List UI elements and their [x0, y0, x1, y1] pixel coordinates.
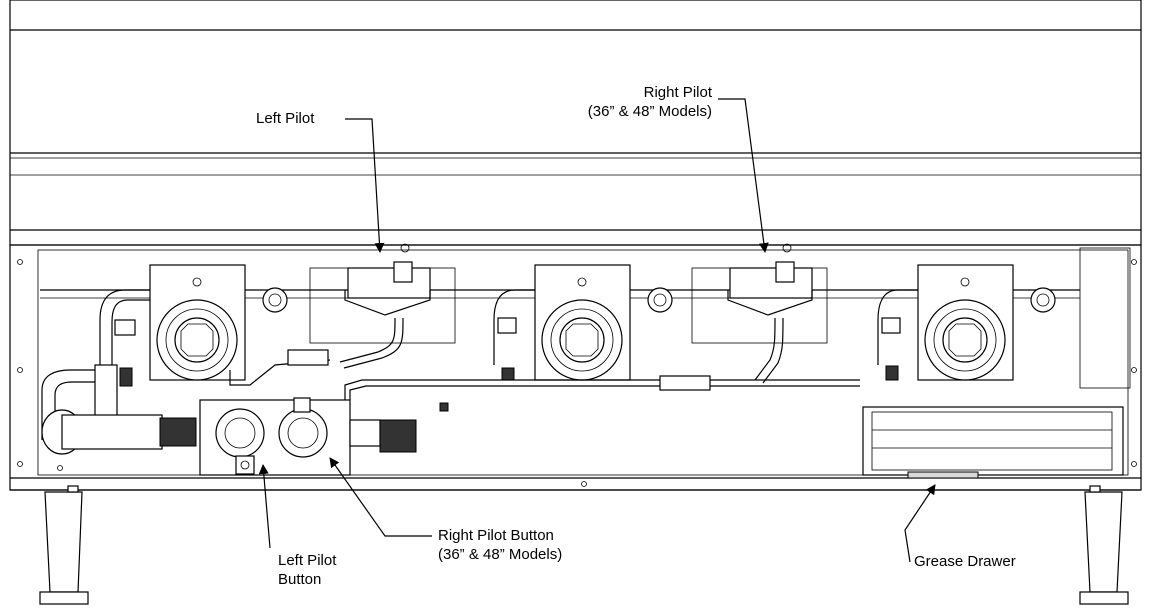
elbow-fittings — [99, 287, 1056, 387]
label-grease-drawer: Grease Drawer — [914, 553, 1016, 570]
grease-drawer — [862, 406, 1124, 479]
label-left-pilot-button: Left Pilot Button — [278, 551, 336, 589]
label-right-pilot-button: Right Pilot Button (36” & 48” Models) — [438, 526, 562, 564]
right-pilot-assembly — [691, 243, 828, 384]
gas-inlet — [41, 364, 197, 455]
gas-tubing — [229, 349, 860, 412]
label-left-pilot-button-line1: Left Pilot — [278, 552, 337, 569]
label-right-pilot-button-line2: (36” & 48” Models) — [438, 546, 563, 563]
label-right-pilot: Right Pilot (36” & 48” Models) — [585, 83, 712, 121]
label-right-pilot-line1: Right Pilot — [643, 84, 712, 101]
label-left-pilot-button-line2: Button — [278, 571, 322, 588]
thermostat-left — [149, 264, 246, 381]
left-pilot-assembly — [309, 243, 456, 369]
legs — [39, 485, 1129, 605]
label-right-pilot-line2: (36” & 48” Models) — [587, 103, 712, 120]
upper-panel — [9, 0, 1142, 246]
label-right-pilot-button-line1: Right Pilot Button — [438, 527, 554, 544]
pilot-valve-block — [199, 397, 417, 476]
callout-leaders — [258, 98, 936, 563]
thermostat-right — [917, 264, 1014, 381]
thermostat-center — [534, 264, 631, 381]
label-left-pilot: Left Pilot — [256, 110, 315, 127]
